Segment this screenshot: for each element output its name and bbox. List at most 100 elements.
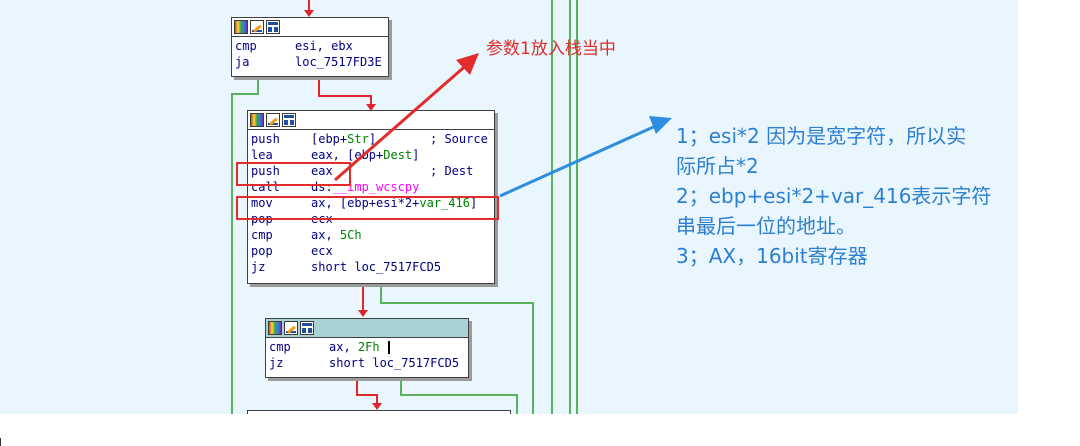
mnemonic: cmp [235, 39, 257, 53]
edge-false-b1-h [318, 95, 372, 97]
annotation-blue-line: 3；AX，16bit寄存器 [676, 244, 868, 268]
edge-false-b1-out [318, 77, 320, 97]
edge-true-right-vertical-b [576, 0, 578, 414]
edge-true-left-connector [257, 77, 259, 95]
operand: loc_7517FD3E [295, 55, 382, 69]
mnemonic: pop [251, 244, 273, 258]
color-palette-icon[interactable] [234, 20, 248, 34]
comment: ; Dest [430, 164, 474, 178]
annotation-red-note: 参数1放入栈当中 [486, 39, 616, 59]
instruction-line[interactable]: mov ax, [ebp+esi*2+var_416] [248, 195, 494, 211]
block-header [232, 18, 388, 37]
edge-true-mid-vertical [551, 0, 553, 414]
operand-part: ax, [311, 228, 340, 242]
graph-node-icon[interactable] [282, 113, 296, 127]
edge-false-b3-down [376, 394, 378, 408]
edge-false-b3-h [356, 394, 378, 396]
edit-node-icon[interactable] [266, 113, 280, 127]
operand: esi, ebx [295, 39, 353, 53]
block-header-selected [266, 319, 468, 338]
annotation-blue-line: 串最后一位的地址。 [676, 214, 856, 238]
mnemonic: cmp [251, 228, 273, 242]
page-edge-tick [0, 438, 1, 446]
instruction-line[interactable]: push [ebp+Str] ; Source [248, 131, 494, 147]
edge-false-b2-out [362, 284, 364, 316]
annotation-blue-line: 2；ebp+esi*2+var_416表示字符 [676, 184, 992, 208]
edge-true-right-vertical-a [569, 0, 571, 414]
operand-part: ax, [ebp+esi*2+ [311, 196, 420, 210]
edit-node-icon[interactable] [284, 321, 298, 335]
imported-function-name[interactable]: __imp_wcscpy [332, 180, 420, 194]
mnemonic: mov [251, 196, 273, 210]
graph-node-icon[interactable] [300, 321, 314, 335]
mnemonic: push [251, 164, 280, 178]
operand-part: ] [368, 132, 377, 146]
operand: ecx [311, 244, 333, 258]
code-block-1[interactable]: cmp esi, ebx ja loc_7517FD3E [231, 17, 389, 77]
instruction-line[interactable]: cmp esi, ebx [232, 38, 388, 54]
code-block-4-partial[interactable] [247, 410, 511, 414]
edge-true-block2-h [380, 302, 534, 304]
edge-true-block2-down [532, 302, 534, 414]
edge-true-block3-down [516, 394, 518, 414]
color-palette-icon[interactable] [250, 113, 264, 127]
instruction-line[interactable]: cmp ax, 2Fh [266, 339, 468, 355]
text-cursor [388, 341, 390, 354]
code-block-3[interactable]: cmp ax, 2Fh jz short loc_7517FCD5 [265, 318, 469, 378]
operand-part: ds: [311, 180, 333, 194]
operand: eax, [ebp+Dest] [311, 147, 419, 163]
instruction-line[interactable]: pop ecx [248, 243, 494, 259]
operand-part: ] [469, 196, 478, 210]
immediate-value: 2Fh [357, 340, 380, 354]
mnemonic: push [251, 132, 280, 146]
operand-part: [ebp+ [311, 132, 348, 146]
mnemonic: ja [235, 55, 250, 69]
operand: eax [311, 164, 333, 178]
operand: [ebp+Str] [311, 131, 376, 147]
mnemonic: jz [251, 260, 266, 274]
highlight-box-mov-instruction [236, 196, 499, 220]
highlight-box-push-eax [236, 162, 351, 186]
edge-true-block3-h [400, 394, 518, 396]
immediate-value: 5Ch [339, 228, 362, 242]
instruction-line[interactable]: jz short loc_7517FCD5 [266, 355, 468, 371]
instruction-line[interactable]: jz short loc_7517FCD5 [248, 259, 494, 275]
mnemonic: lea [251, 148, 273, 162]
edit-node-icon[interactable] [250, 20, 264, 34]
mnemonic: call [251, 180, 280, 194]
stack-var[interactable]: var_416 [419, 196, 470, 210]
mnemonic: cmp [269, 340, 291, 354]
instruction-line[interactable]: lea eax, [ebp+Dest] [248, 147, 494, 163]
graph-node-icon[interactable] [266, 20, 280, 34]
annotation-blue-notes: 1；esi*2 因为是宽字符，所以实 际所占*2 2；ebp+esi*2+var… [676, 121, 991, 271]
block-instructions: cmp esi, ebx ja loc_7517FD3E [232, 37, 388, 72]
stack-var[interactable]: Dest [383, 148, 413, 162]
edge-false-b3-out [356, 378, 358, 396]
instruction-line[interactable]: cmp ax, 5Ch [248, 227, 494, 243]
edge-true-left-top [231, 93, 259, 95]
operand: ax, 2Fh [329, 339, 380, 355]
comment: ; Source [430, 132, 488, 146]
edge-true-block3-out [400, 378, 402, 396]
instruction-line[interactable]: ja loc_7517FD3E [232, 54, 388, 70]
color-palette-icon[interactable] [268, 321, 282, 335]
operand-part: ax, [329, 340, 358, 354]
operand-part: ] [412, 148, 420, 162]
instruction-line[interactable]: call ds:__imp_wcscpy [248, 179, 494, 195]
block-instructions: cmp ax, 2Fh jz short loc_7517FCD5 [266, 338, 468, 373]
edge-false-top-in [308, 0, 310, 12]
edge-true-block2-out [380, 284, 382, 304]
stack-var[interactable]: Str [347, 132, 369, 146]
block-instructions: push [ebp+Str] ; Source lea eax, [ebp+Dest]… [248, 130, 494, 277]
mnemonic: jz [269, 356, 284, 370]
block-header [248, 111, 494, 130]
blue-arrow [499, 116, 672, 198]
operand-part: eax, [ebp+ [311, 148, 384, 162]
graph-view[interactable]: cmp esi, ebx ja loc_7517FD3E push [ebp+Str]… [0, 0, 1018, 414]
annotation-blue-line: 际所占*2 [676, 154, 759, 178]
annotation-blue-line: 1；esi*2 因为是宽字符，所以实 [676, 124, 967, 148]
edge-false-b1-down [370, 95, 372, 109]
operand: short loc_7517FCD5 [311, 260, 442, 274]
operand: ds:__imp_wcscpy [311, 179, 419, 195]
operand: short loc_7517FCD5 [329, 356, 460, 370]
